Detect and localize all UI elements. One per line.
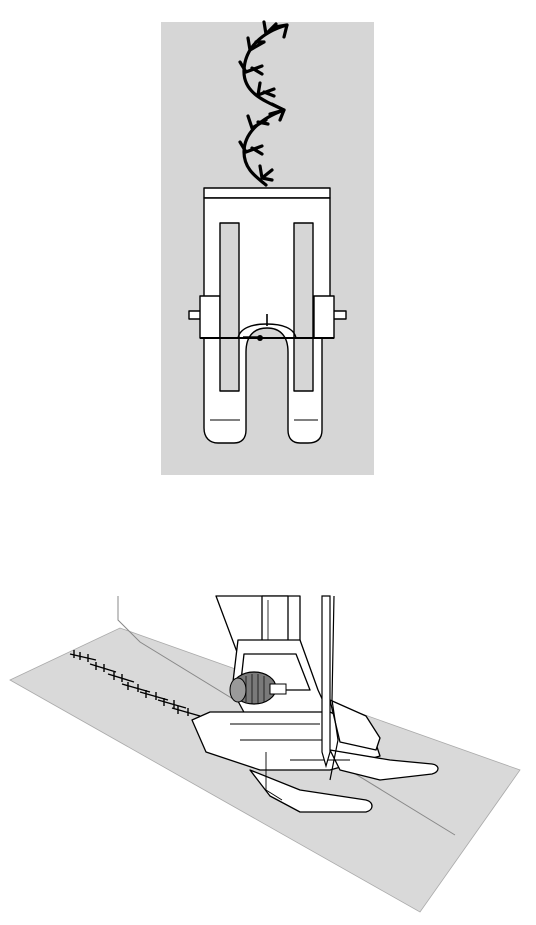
adjustment-knob-icon — [229, 671, 287, 705]
stitch-marks-icon — [69, 650, 201, 717]
needle-icon — [321, 595, 339, 781]
feather-stitch-icon — [238, 20, 289, 187]
presser-foot-sewing-view — [9, 595, 521, 913]
presser-foot-icon — [188, 187, 347, 444]
presser-foot-top-view — [161, 20, 374, 475]
needle-marker-icon — [243, 314, 268, 341]
